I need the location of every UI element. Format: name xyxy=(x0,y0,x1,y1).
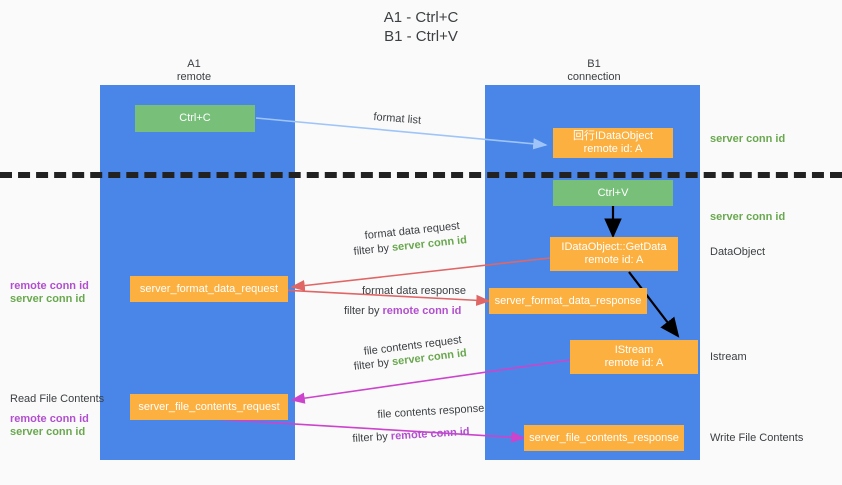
left-label-server-conn-id-1: server conn id xyxy=(10,293,86,305)
left-label-server-conn-id-2: server conn id xyxy=(10,426,86,438)
box-getdata[interactable]: IDataObject::GetData remote id: A xyxy=(550,237,678,271)
right-label-write-file-contents: Write File Contents xyxy=(710,432,804,444)
box-server-format-data-response[interactable]: server_format_data_response xyxy=(489,288,647,314)
box-getdata-line2: remote id: A xyxy=(584,254,644,266)
left-label-remote-conn-id-1: remote conn id xyxy=(10,280,89,292)
filter-prefix: filter by xyxy=(353,241,393,258)
right-label-istream: Istream xyxy=(710,351,747,363)
phase-divider xyxy=(0,172,842,178)
column-b1-sub: connection xyxy=(567,71,621,83)
box-ctrl-c[interactable]: Ctrl+C xyxy=(135,105,255,132)
left-label-read-file-contents: Read File Contents xyxy=(10,393,105,405)
box-server-format-data-request[interactable]: server_format_data_request xyxy=(130,276,288,302)
box-idataobject-line1: 回行IDataObject xyxy=(572,130,654,142)
column-a1-name: A1 xyxy=(187,58,201,70)
page-title: A1 - Ctrl+C B1 - Ctrl+V xyxy=(0,8,842,46)
box-server-format-data-response-label: server_format_data_response xyxy=(494,294,642,307)
box-server-file-contents-request[interactable]: server_file_contents_request xyxy=(130,394,288,420)
column-header-b1: B1 connection xyxy=(514,58,674,84)
box-idataobject[interactable]: 回行IDataObject remote id: A xyxy=(553,128,673,158)
column-header-a1: A1 remote xyxy=(114,58,274,84)
label-format-data-response-filter: filter by remote conn id xyxy=(344,304,461,319)
arrow-getdata-to-istream xyxy=(628,271,680,338)
arrow-file-contents-request xyxy=(290,359,571,404)
column-b1-name: B1 xyxy=(587,58,601,70)
right-label-server-conn-id-mid: server conn id xyxy=(710,211,786,223)
arrow-format-list xyxy=(255,117,548,150)
filter-prefix: filter by xyxy=(352,430,392,445)
box-istream-line1: IStream xyxy=(614,344,654,356)
box-ctrl-v[interactable]: Ctrl+V xyxy=(553,180,673,206)
box-ctrl-c-label: Ctrl+C xyxy=(179,112,211,124)
right-label-dataobject: DataObject xyxy=(710,246,766,258)
filter-prefix: filter by xyxy=(353,356,393,373)
box-istream-line2: remote id: A xyxy=(604,357,664,369)
box-server-file-contents-request-label: server_file_contents_request xyxy=(138,400,280,413)
filter-prefix: filter by xyxy=(344,305,383,317)
title-line-1: A1 - Ctrl+C xyxy=(383,9,459,26)
box-istream[interactable]: IStream remote id: A xyxy=(570,340,698,374)
right-label-server-conn-id-top: server conn id xyxy=(710,133,786,145)
column-a1-sub: remote xyxy=(176,71,212,83)
arrow-format-data-request xyxy=(290,257,551,292)
box-idataobject-line2: remote id: A xyxy=(583,143,643,155)
box-getdata-line1: IDataObject::GetData xyxy=(561,241,667,253)
box-server-file-contents-response[interactable]: server_file_contents_response xyxy=(524,425,684,451)
filter-value-remote-conn-id: remote conn id xyxy=(390,425,470,443)
box-ctrl-v-label: Ctrl+V xyxy=(597,186,629,199)
box-server-file-contents-response-label: server_file_contents_response xyxy=(529,431,679,444)
label-format-data-response: format data response xyxy=(362,285,466,297)
left-label-remote-conn-id-2: remote conn id xyxy=(10,413,89,425)
box-server-format-data-request-label: server_format_data_request xyxy=(139,282,279,295)
filter-value-remote-conn-id: remote conn id xyxy=(382,305,462,317)
title-line-2: B1 - Ctrl+V xyxy=(384,28,458,45)
